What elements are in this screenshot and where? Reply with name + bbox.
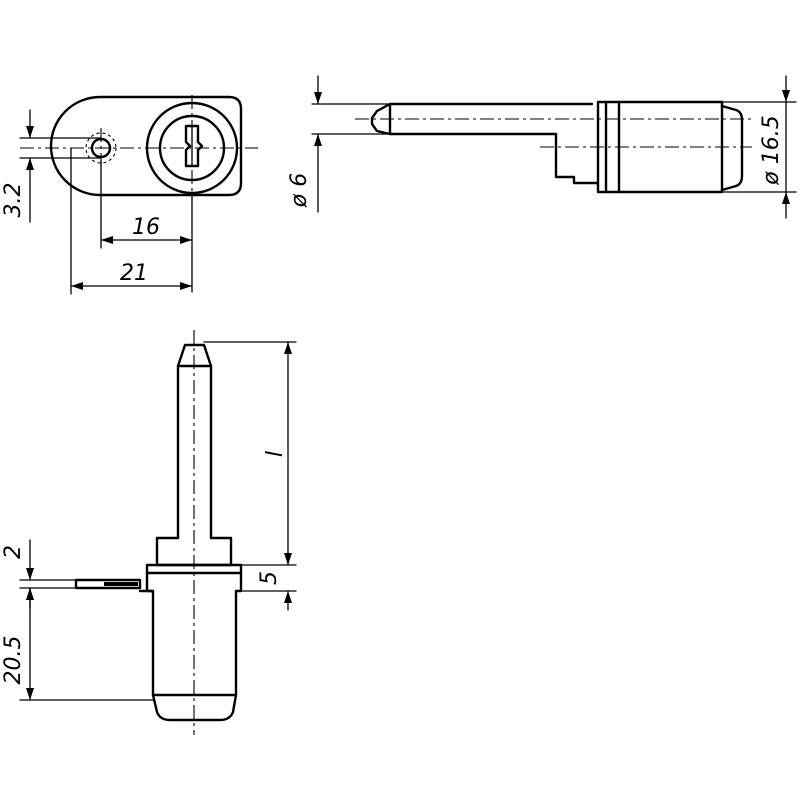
elevation-cylinder-bottom [151,693,238,722]
elevation-side-tab [74,578,142,590]
elevation-side-tab-fill [104,582,138,586]
dim-pin-spacing-label: 16 [132,215,160,240]
dim-cylinder-diameter: ø 16.5 [721,75,797,219]
side-view-pin [370,102,600,185]
dim-overall-width: 21 [70,147,193,295]
dim-overall-width-label: 21 [120,261,148,286]
dim-length-label: l [263,451,288,457]
side-view-end-cap [720,104,744,192]
front-view-body-outline [49,95,243,197]
dim-pin-diameter-label: ø 6 [287,173,312,208]
dim-pin-spacing: 16 [100,159,193,293]
dim-hole-offset-label: 3.2 [1,183,26,218]
dim-hole-offset: 3.2 [1,109,101,223]
dim-length: l [203,341,297,566]
dim-cylinder-length: 20.5 [1,587,154,701]
dim-flange-thickness: 2 [1,539,77,609]
elevation-view: l 5 2 20.5 [1,330,297,735]
dim-pin-diameter: ø 6 [287,75,389,213]
dim-cylinder-length-label: 20.5 [1,636,26,685]
front-view: 3.2 16 21 [1,95,258,295]
elevation-pin [176,343,213,540]
keyhole-icon [184,124,204,168]
dim-flange-thickness-label: 2 [1,545,26,559]
dim-collar-height: 5 [240,571,297,611]
side-view: ø 6 ø 16.5 [287,75,797,219]
dim-cylinder-diameter-label: ø 16.5 [759,115,784,185]
dim-collar-height-label: 5 [257,571,282,585]
